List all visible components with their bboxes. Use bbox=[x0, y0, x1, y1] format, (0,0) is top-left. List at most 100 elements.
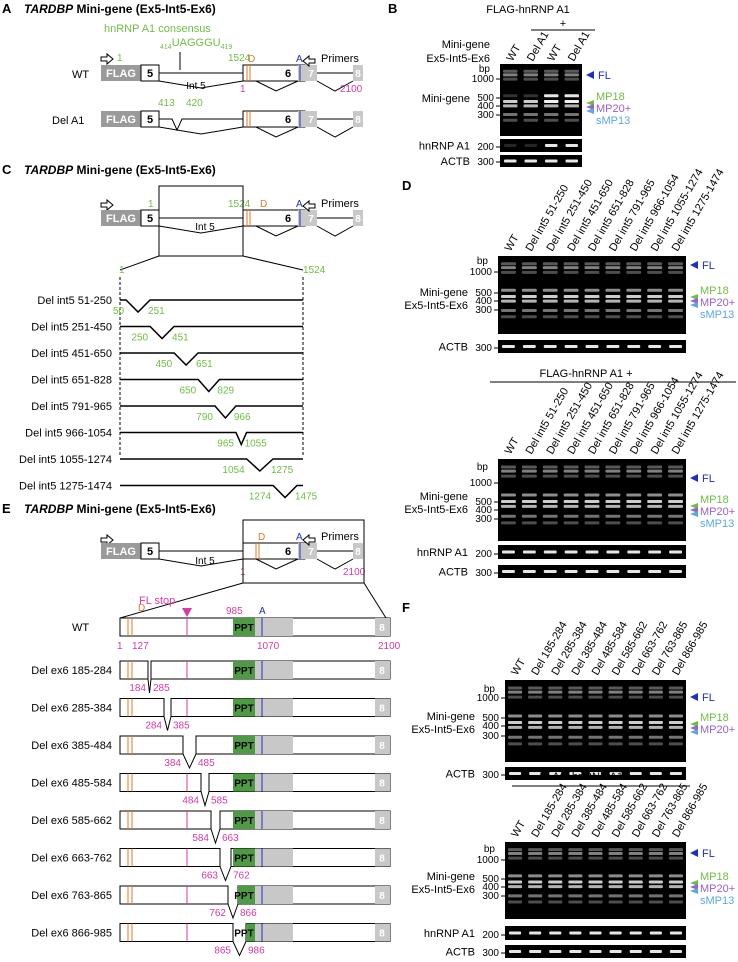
del-right-pos: 1275 bbox=[271, 465, 294, 476]
gel-band bbox=[542, 521, 558, 525]
gel-band bbox=[626, 262, 642, 266]
gel-band bbox=[584, 474, 600, 478]
svg-text:8: 8 bbox=[355, 115, 361, 126]
gel-band bbox=[589, 950, 602, 953]
gel-band bbox=[528, 690, 543, 694]
gel-band bbox=[648, 686, 663, 690]
lane-label: WT bbox=[545, 42, 564, 63]
ppt-label: PPT bbox=[234, 929, 253, 940]
gel-band bbox=[608, 695, 623, 699]
gel-band bbox=[568, 725, 583, 729]
bp-label: bp bbox=[484, 684, 496, 695]
gel-band bbox=[668, 315, 683, 319]
panel-d-header: FLAG-hnRNP A1 + bbox=[539, 368, 632, 380]
gel-band bbox=[563, 295, 579, 298]
gel-band bbox=[608, 725, 623, 729]
size-marker: 400 bbox=[482, 882, 499, 893]
del-right-pos: 285 bbox=[153, 683, 170, 694]
fl-arrow-icon bbox=[690, 693, 698, 701]
strip-label: ACTB bbox=[439, 567, 468, 579]
gel-band bbox=[626, 465, 642, 469]
mp18-arrow-icon bbox=[586, 100, 594, 106]
gel-band bbox=[563, 500, 579, 503]
gel-band bbox=[628, 885, 643, 889]
del-line bbox=[120, 405, 303, 420]
gel-band bbox=[606, 550, 620, 554]
gel-band bbox=[629, 772, 642, 775]
gel-band bbox=[528, 894, 543, 898]
gel-band bbox=[563, 514, 579, 518]
exon8-label: 8 bbox=[379, 891, 385, 902]
gel-band bbox=[668, 735, 683, 739]
smp13-label: sMP13 bbox=[700, 309, 734, 321]
gel-band bbox=[508, 900, 523, 904]
gel-band bbox=[588, 874, 603, 878]
gel-band bbox=[508, 894, 523, 898]
gel-band bbox=[564, 73, 579, 77]
panel-a: A TARDBP Mini-gene (Ex5-Int5-Ex6) hnRNP … bbox=[2, 1, 363, 138]
del-right-pos: 385 bbox=[173, 721, 190, 732]
gel-band bbox=[508, 874, 523, 878]
gel-band bbox=[626, 299, 642, 303]
exon-left-part bbox=[119, 848, 221, 867]
del-right-pos: 986 bbox=[248, 946, 265, 957]
gel-band bbox=[605, 521, 621, 525]
smp13-label: sMP13 bbox=[700, 518, 734, 530]
strip-label: hnRNP A1 bbox=[419, 141, 470, 153]
size-marker: 1000 bbox=[470, 267, 493, 278]
bp-label: bp bbox=[479, 64, 491, 75]
mp18-label: MP18 bbox=[596, 91, 625, 103]
ppt-label: PPT bbox=[234, 816, 253, 827]
svg-text:8: 8 bbox=[355, 547, 361, 558]
ppt-box bbox=[233, 773, 255, 792]
size-marker: 1000 bbox=[472, 74, 495, 85]
gel-band bbox=[521, 500, 537, 503]
strip-label: hnRNP A1 bbox=[417, 547, 468, 559]
del-left-pos: 450 bbox=[155, 359, 172, 370]
gel-band bbox=[648, 714, 663, 718]
gel-band bbox=[668, 686, 683, 690]
gel-band bbox=[543, 550, 557, 554]
gel-band bbox=[521, 266, 537, 270]
gel-band bbox=[545, 144, 558, 147]
gel-band bbox=[647, 315, 663, 319]
mp20-arrow-icon bbox=[690, 507, 698, 513]
gel-band bbox=[628, 686, 643, 690]
gel-band bbox=[524, 159, 537, 163]
gel-band bbox=[508, 885, 523, 889]
gel-band bbox=[568, 721, 583, 724]
gel-band bbox=[548, 852, 563, 856]
gel-band bbox=[669, 931, 682, 935]
gel-band bbox=[628, 880, 643, 884]
gel-band bbox=[626, 309, 642, 313]
gel-band bbox=[668, 900, 683, 904]
gel-band bbox=[649, 931, 662, 935]
smp13-arrow-icon bbox=[690, 511, 698, 517]
del-name: Del int5 791-965 bbox=[31, 401, 112, 413]
gel-band bbox=[668, 721, 683, 724]
gel-band bbox=[668, 288, 683, 292]
gel-band bbox=[647, 262, 663, 266]
gel-band bbox=[548, 885, 563, 889]
panel-d-letter: D bbox=[402, 178, 411, 193]
gel-band bbox=[568, 848, 583, 852]
size-marker: 300 bbox=[475, 305, 492, 316]
del-left-pos: 1274 bbox=[249, 492, 272, 503]
gel-band bbox=[564, 69, 579, 73]
gel-band bbox=[529, 950, 542, 953]
gel-band bbox=[509, 931, 522, 935]
exon7-region bbox=[255, 661, 293, 679]
gel-band bbox=[649, 950, 662, 953]
ppt-label: PPT bbox=[234, 666, 253, 677]
gel-band bbox=[628, 725, 643, 729]
gel-band bbox=[606, 345, 620, 348]
gel-band bbox=[521, 262, 537, 266]
gel-band bbox=[648, 885, 663, 889]
gel-row-label: Mini-gene bbox=[427, 711, 475, 723]
gel-band bbox=[584, 295, 600, 298]
gel-band bbox=[508, 880, 523, 884]
svg-text:FLAG: FLAG bbox=[106, 546, 136, 558]
